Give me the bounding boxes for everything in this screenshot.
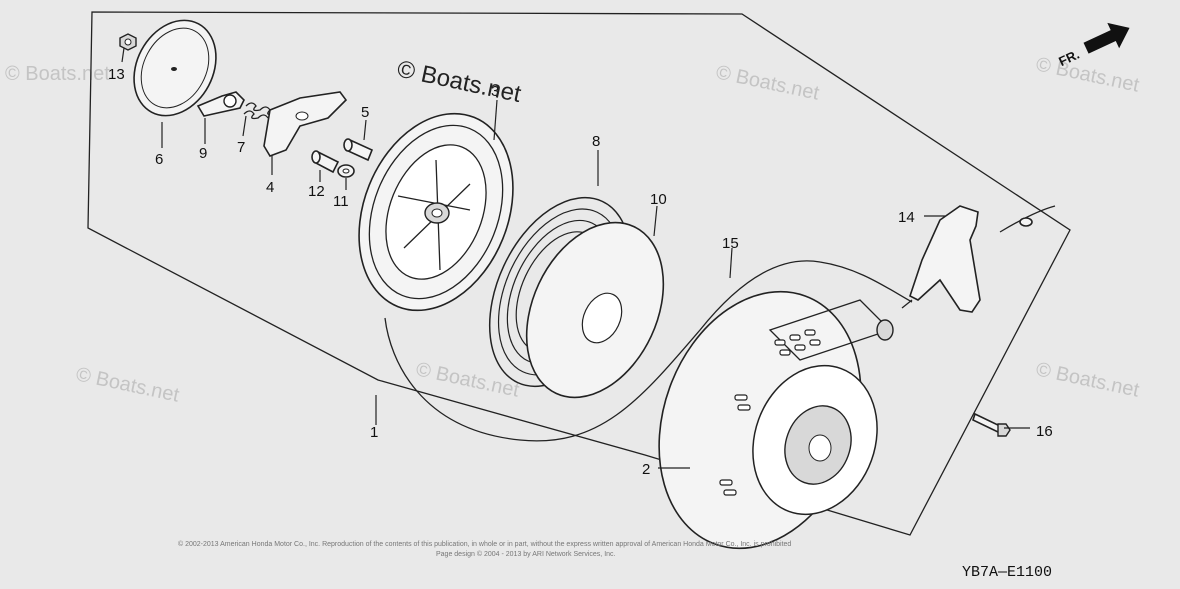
starter-rope-part-15[interactable] [384,260,913,442]
callout-1[interactable]: 1 [370,424,378,441]
pin-part-5[interactable] [343,138,374,162]
pawl-part-4[interactable] [263,91,348,157]
callout-8[interactable]: 8 [592,133,600,150]
copyright-line-2: Page design © 2004 - 2013 by ARI Network… [436,550,616,558]
washer-part-11[interactable] [337,164,355,178]
callout-15[interactable]: 15 [722,235,739,252]
callout-5[interactable]: 5 [361,104,369,121]
plate-part-6[interactable] [118,6,232,130]
leader-lines [121,47,1030,469]
nut-part-13[interactable] [119,33,137,51]
callout-16[interactable]: 16 [1036,423,1053,440]
front-arrow-icon [1083,22,1130,54]
bolt-part-16[interactable] [972,412,1011,437]
callout-6[interactable]: 6 [155,151,163,168]
ratchet-part-9[interactable] [196,91,245,117]
watermark-main: © Boats.net [395,55,524,108]
callout-2[interactable]: 2 [642,461,650,478]
diagram-code: YB7A—E1100 [962,564,1052,581]
spring-case-part-10[interactable] [500,200,690,419]
callout-4[interactable]: 4 [266,179,274,196]
watermark-faint: © Boats.net [1034,358,1142,401]
reel-part-3[interactable] [331,90,541,333]
callout-14[interactable]: 14 [898,209,915,226]
callout-13[interactable]: 13 [108,66,125,83]
collar-part-12[interactable] [311,150,340,174]
callout-10[interactable]: 10 [650,191,667,208]
callout-7[interactable]: 7 [237,139,245,156]
callout-3[interactable]: 3 [491,83,499,100]
callout-11[interactable]: 11 [333,193,349,210]
watermark-faint: © Boats.net [5,63,110,85]
callout-9[interactable]: 9 [199,145,207,162]
starter-case-part-2[interactable] [625,263,898,577]
grip-handle-part-14[interactable] [901,205,1056,313]
copyright-line-1: © 2002-2013 American Honda Motor Co., In… [178,540,791,548]
callout-12[interactable]: 12 [308,183,325,200]
watermark-faint: © Boats.net [714,61,822,104]
callout-labels: 1 2 3 4 5 6 7 8 9 10 11 12 13 14 15 16 [108,66,1053,478]
watermark-faint: © Boats.net [1034,53,1142,96]
watermark-faint: © Boats.net [74,363,182,406]
